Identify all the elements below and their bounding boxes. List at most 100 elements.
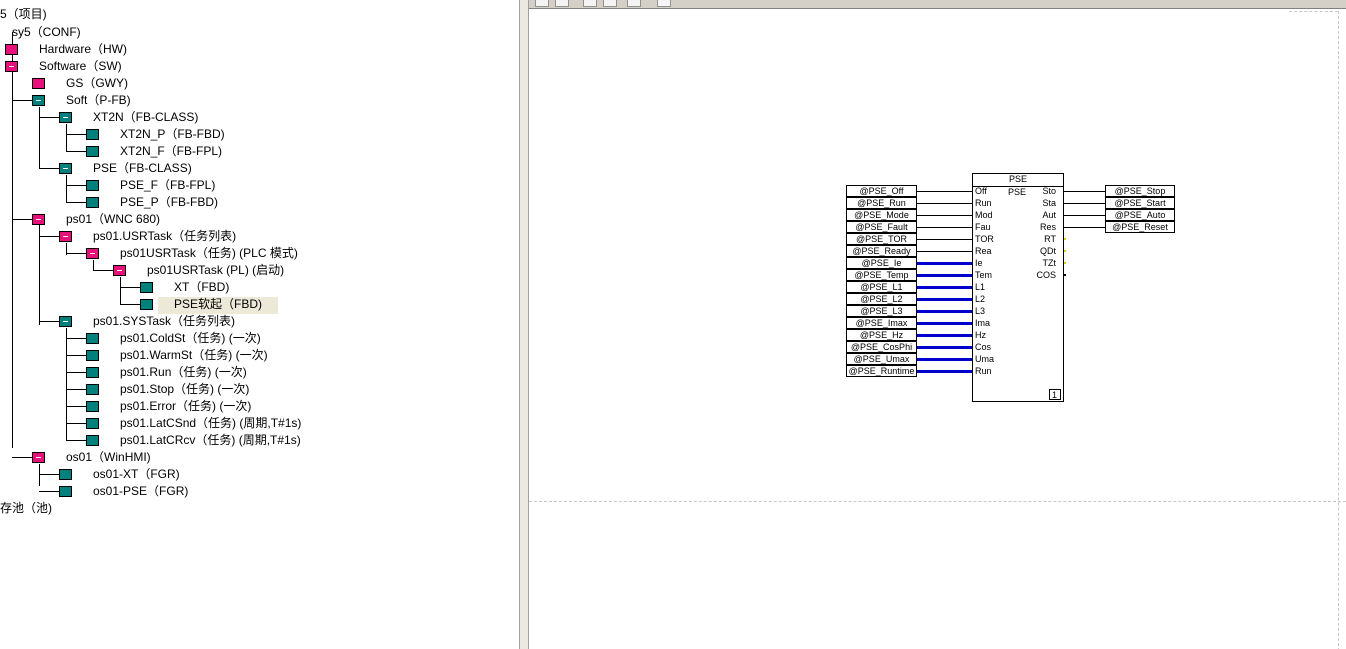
tree-item-xt2n[interactable]: XT2N（FB-CLASS) xyxy=(93,110,199,124)
tree-node-icon[interactable] xyxy=(86,401,99,412)
collapse-minus-icon xyxy=(90,253,95,254)
tree-item-ps01[interactable]: ps01（WNC 680) xyxy=(66,212,161,226)
function-block-type: PSE xyxy=(1008,187,1027,197)
pane-splitter[interactable] xyxy=(519,0,529,649)
tree-item-warmst[interactable]: ps01.WarmSt（任务) (一次) xyxy=(120,348,268,362)
tree-connector-horizontal xyxy=(12,100,32,101)
tree-item-sw[interactable]: Software（SW) xyxy=(39,59,122,73)
tree-node-icon[interactable] xyxy=(32,95,45,106)
tree-node-icon[interactable] xyxy=(86,129,99,140)
tree-item-xt2n_f[interactable]: XT2N_F（FB-FPL) xyxy=(120,144,223,158)
tree-item-pse_f[interactable]: PSE_F（FB-FPL) xyxy=(120,178,216,192)
project-tree[interactable]: 5（项目) sy5（CONF) Hardware（HW) Software（SW) G… xyxy=(0,0,519,649)
tree-node-icon[interactable] xyxy=(59,231,72,242)
tree-node-icon[interactable] xyxy=(86,384,99,395)
tree-node-icon[interactable] xyxy=(140,282,153,293)
input-variable-box[interactable]: @PSE_Ready xyxy=(846,245,917,257)
tree-node-icon[interactable] xyxy=(59,316,72,327)
output-variable-box[interactable]: @PSE_Stop xyxy=(1105,185,1175,197)
toolbar-button-2[interactable] xyxy=(555,0,569,7)
tree-node-icon[interactable] xyxy=(113,265,126,276)
tree-item-pse_soft[interactable]: PSE软起（FBD) xyxy=(174,297,263,311)
tree-node-icon[interactable] xyxy=(59,163,72,174)
output-variable-box[interactable]: @PSE_Auto xyxy=(1105,209,1175,221)
tree-item-latcrcv[interactable]: ps01.LatCRcv（任务) (周期,T#1s) xyxy=(120,433,301,447)
tree-item-run[interactable]: ps01.Run（任务) (一次) xyxy=(120,365,247,379)
tree-root[interactable]: 5（项目) xyxy=(0,7,47,21)
tree-item-usrtask[interactable]: ps01.USRTask（任务列表) xyxy=(93,229,237,243)
tree-connector-horizontal xyxy=(120,304,140,305)
input-variable-box[interactable]: @PSE_Temp xyxy=(846,269,917,281)
tree-item-hw[interactable]: Hardware（HW) xyxy=(39,42,128,56)
tree-item-systask[interactable]: ps01.SYSTask（任务列表) xyxy=(93,314,236,328)
tree-node-icon[interactable] xyxy=(32,452,45,463)
tree-item-coldst[interactable]: ps01.ColdSt（任务) (一次) xyxy=(120,331,261,345)
input-pin-label: Ima xyxy=(975,318,991,328)
tree-node-icon[interactable] xyxy=(86,146,99,157)
tree-node-icon[interactable] xyxy=(5,44,18,55)
input-variable-box[interactable]: @PSE_Hz xyxy=(846,329,917,341)
input-variable-box[interactable]: @PSE_Runtime xyxy=(846,365,917,377)
input-variable-box[interactable]: @PSE_Ie xyxy=(846,257,917,269)
tree-node-icon[interactable] xyxy=(86,333,99,344)
tree-item-pse[interactable]: PSE（FB-CLASS) xyxy=(93,161,192,175)
tree-item-os01[interactable]: os01（WinHMI) xyxy=(66,450,151,464)
tree-footer-item[interactable]: 存池（池) xyxy=(0,501,52,515)
tree-item-os01xt[interactable]: os01-XT（FGR) xyxy=(93,467,180,481)
output-pin-label: QDt xyxy=(1039,246,1056,256)
tree-node-icon[interactable] xyxy=(59,486,72,497)
input-variable-box[interactable]: @PSE_Umax xyxy=(846,353,917,365)
input-variable-box[interactable]: @PSE_TOR xyxy=(846,233,917,245)
tree-node-icon[interactable] xyxy=(86,248,99,259)
tree-node-icon[interactable] xyxy=(86,435,99,446)
output-variable-box[interactable]: @PSE_Reset xyxy=(1105,221,1175,233)
tree-item-stop[interactable]: ps01.Stop（任务) (一次) xyxy=(120,382,250,396)
input-variable-box[interactable]: @PSE_Mode xyxy=(846,209,917,221)
input-variable-box[interactable]: @PSE_Run xyxy=(846,197,917,209)
tree-item-ps01usrtask[interactable]: ps01USRTask（任务) (PLC 模式) xyxy=(120,246,298,260)
tree-item-pse_p[interactable]: PSE_P（FB-FBD) xyxy=(120,195,219,209)
tree-item-ps01usrtask_pl[interactable]: ps01USRTask (PL) (启动) xyxy=(147,263,285,277)
tree-node-icon[interactable] xyxy=(5,61,18,72)
input-variable-box[interactable]: @PSE_L2 xyxy=(846,293,917,305)
tree-node-icon[interactable] xyxy=(86,418,99,429)
input-variable-box[interactable]: @PSE_Imax xyxy=(846,317,917,329)
tree-node-icon[interactable] xyxy=(86,367,99,378)
input-variable-box[interactable]: @PSE_L3 xyxy=(846,305,917,317)
collapse-minus-icon xyxy=(63,117,68,118)
tree-node-icon[interactable] xyxy=(32,78,45,89)
tree-node-icon[interactable] xyxy=(32,214,45,225)
output-wire xyxy=(1064,203,1105,204)
toolbar-button-6[interactable] xyxy=(657,0,671,7)
toolbar-button-3[interactable] xyxy=(583,0,597,7)
tree-node-icon[interactable] xyxy=(86,180,99,191)
tree-item-xt2n_p[interactable]: XT2N_P（FB-FBD) xyxy=(120,127,225,141)
tree-item-latcsnd[interactable]: ps01.LatCSnd（任务) (周期,T#1s) xyxy=(120,416,302,430)
input-variable-box[interactable]: @PSE_CosPhi xyxy=(846,341,917,353)
tree-node-icon[interactable] xyxy=(86,350,99,361)
tree-node-icon[interactable] xyxy=(86,197,99,208)
toolbar-button-1[interactable] xyxy=(535,0,549,7)
output-pin-label: Sta xyxy=(1042,198,1056,208)
tree-item-error[interactable]: ps01.Error（任务) (一次) xyxy=(120,399,252,413)
input-variable-box[interactable]: @PSE_Off xyxy=(846,185,917,197)
tree-item-soft[interactable]: Soft（P-FB) xyxy=(66,93,131,107)
input-wire xyxy=(917,274,972,277)
tree-connector-vertical xyxy=(66,243,67,255)
tree-item-conf[interactable]: sy5（CONF) xyxy=(12,25,81,39)
tree-node-icon[interactable] xyxy=(59,112,72,123)
tree-node-icon[interactable] xyxy=(59,469,72,480)
tree-item-os01pse[interactable]: os01-PSE（FGR) xyxy=(93,484,189,498)
output-variable-box[interactable]: @PSE_Start xyxy=(1105,197,1175,209)
toolbar-button-4[interactable] xyxy=(603,0,617,7)
toolbar-button-5[interactable] xyxy=(627,0,641,7)
tree-node-icon[interactable] xyxy=(140,299,153,310)
tree-item-xt[interactable]: XT（FBD) xyxy=(174,280,230,294)
input-variable-box[interactable]: @PSE_L1 xyxy=(846,281,917,293)
input-variable-box[interactable]: @PSE_Fault xyxy=(846,221,917,233)
tree-item-gs[interactable]: GS（GWY) xyxy=(66,76,128,90)
tree-connector-vertical xyxy=(66,175,67,202)
